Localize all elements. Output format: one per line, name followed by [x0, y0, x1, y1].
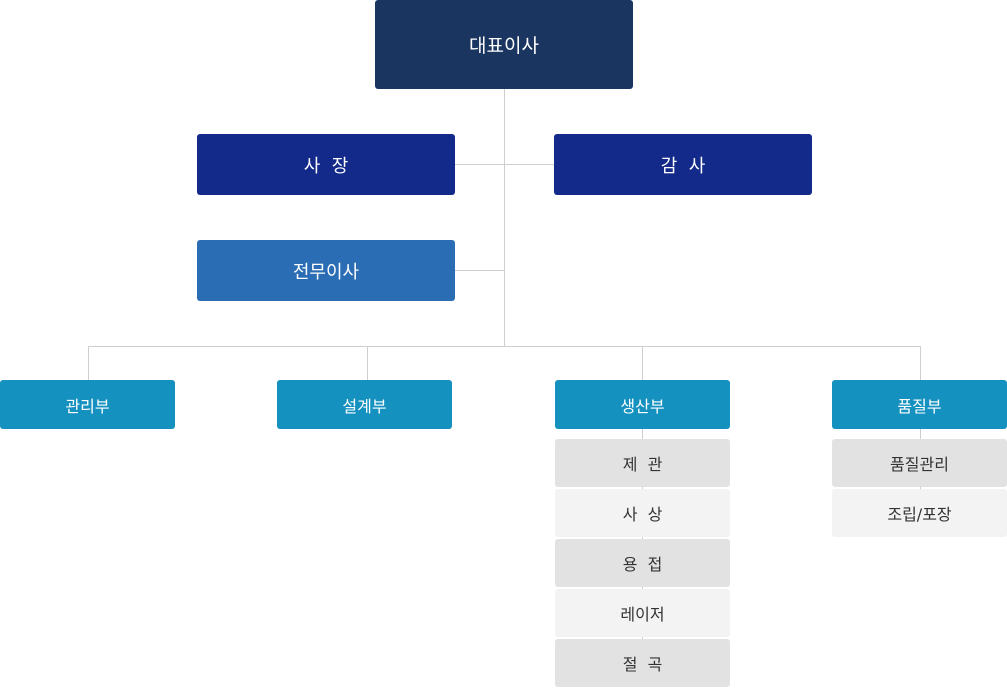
auditor-box: 감 사 — [554, 134, 812, 195]
dept-quality-label: 품질부 — [897, 396, 942, 416]
production-sub-label: 절 곡 — [622, 655, 663, 674]
ceo-box: 대표이사 — [375, 0, 633, 89]
production-sub-label: 레이저 — [620, 605, 665, 624]
dept-admin-label: 관리부 — [65, 396, 110, 416]
quality-sub-label: 조립/포장 — [887, 505, 952, 524]
production-sub-item: 사 상 — [555, 489, 730, 537]
quality-sub-item: 품질관리 — [832, 439, 1007, 487]
dept-admin-box: 관리부 — [0, 380, 175, 429]
ceo-label: 대표이사 — [469, 35, 539, 57]
production-sub-label: 용 접 — [622, 555, 663, 574]
connector-dept-admin — [88, 346, 89, 380]
auditor-label: 감 사 — [660, 155, 706, 177]
connector-departments-horizontal — [88, 346, 921, 347]
production-sub-label: 사 상 — [622, 505, 663, 524]
dept-design-box: 설계부 — [277, 380, 452, 429]
quality-sub-label: 품질관리 — [890, 455, 949, 474]
production-sub-label: 제 관 — [622, 455, 663, 474]
quality-sub-item: 조립/포장 — [832, 489, 1007, 537]
president-box: 사 장 — [197, 134, 455, 195]
connector-main-vertical — [504, 89, 505, 346]
connector-director — [455, 270, 505, 271]
connector-dept-quality — [920, 346, 921, 380]
director-box: 전무이사 — [197, 240, 455, 301]
production-sub-item: 레이저 — [555, 589, 730, 637]
production-sub-item: 절 곡 — [555, 639, 730, 687]
dept-design-label: 설계부 — [342, 396, 387, 416]
director-label: 전무이사 — [292, 261, 360, 283]
connector-dept-production — [642, 346, 643, 380]
dept-production-box: 생산부 — [555, 380, 730, 429]
connector-dept-design — [367, 346, 368, 380]
dept-quality-box: 품질부 — [832, 380, 1007, 429]
production-sub-item: 제 관 — [555, 439, 730, 487]
production-sub-item: 용 접 — [555, 539, 730, 587]
dept-production-label: 생산부 — [620, 396, 665, 416]
connector-president-auditor — [455, 164, 554, 165]
president-label: 사 장 — [303, 155, 349, 177]
